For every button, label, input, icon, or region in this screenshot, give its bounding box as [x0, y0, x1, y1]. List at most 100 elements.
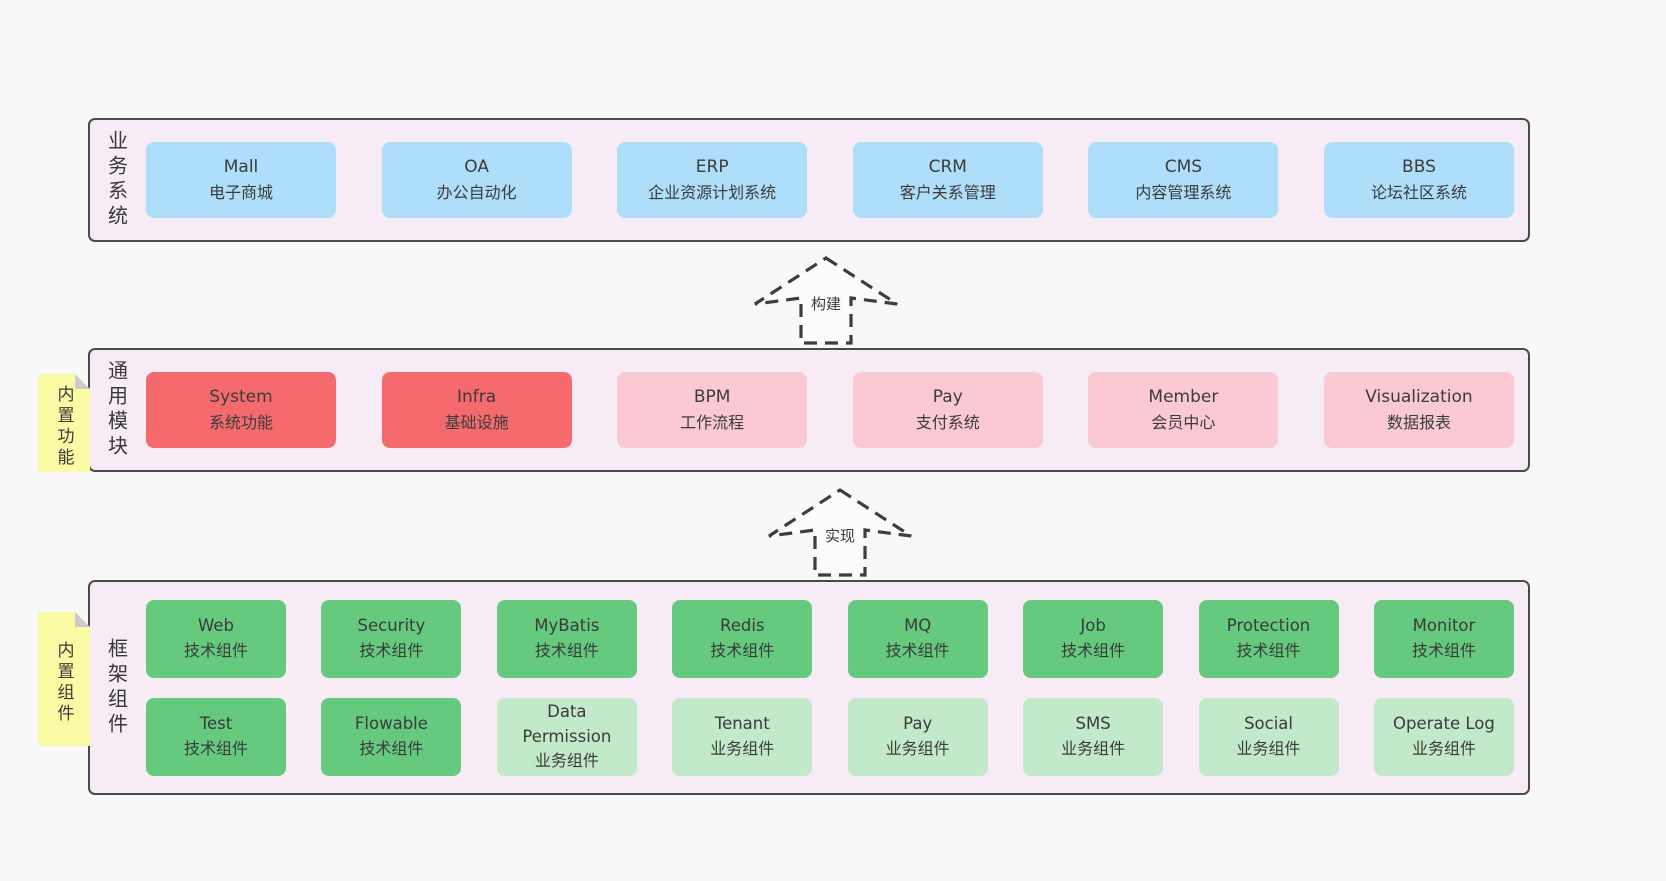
box-title: Member: [1148, 387, 1219, 408]
box-subtitle: 业务组件: [1236, 738, 1301, 758]
box-subtitle: 电子商城: [208, 182, 273, 202]
box-subtitle: 业务组件: [534, 751, 599, 771]
box-title: Web: [198, 616, 234, 636]
box-subtitle: 数据报表: [1386, 412, 1451, 432]
box-subtitle: 工作流程: [680, 412, 745, 432]
builtin-features-note: 内置功能: [38, 374, 90, 472]
box-subtitle: 业务组件: [710, 738, 775, 758]
box-mq: MQ 技术组件: [847, 599, 988, 678]
box-subtitle: 系统功能: [208, 412, 273, 432]
box-subtitle: 业务组件: [885, 738, 950, 758]
box-job: Job 技术组件: [1023, 599, 1164, 678]
box-bbs: BBS 论坛社区系统: [1323, 142, 1514, 218]
box-subtitle: 技术组件: [534, 640, 599, 660]
box-subtitle: 技术组件: [1236, 640, 1301, 660]
build-arrow-label: 构建: [808, 292, 844, 315]
box-title: Mall: [223, 157, 259, 178]
box-mybatis: MyBatis 技术组件: [496, 599, 637, 678]
box-subtitle: 会员中心: [1151, 412, 1216, 432]
box-title: Operate Log: [1393, 714, 1495, 734]
box-subtitle: 基础设施: [444, 412, 509, 432]
layer-label-common-modules: 通用模块: [104, 360, 129, 460]
box-title: BPM: [693, 387, 731, 408]
box-title: CMS: [1164, 157, 1203, 178]
box-title: Infra: [457, 387, 497, 408]
box-title: Test: [199, 714, 233, 734]
box-subtitle: 技术组件: [359, 640, 424, 660]
box-operate-log: Operate Log 业务组件: [1373, 697, 1514, 776]
box-flowable: Flowable 技术组件: [321, 697, 462, 776]
box-title: Security: [357, 616, 426, 636]
box-visualization: Visualization 数据报表: [1323, 372, 1514, 448]
box-subtitle: 技术组件: [359, 738, 424, 758]
box-title: Protection: [1226, 616, 1311, 636]
box-subtitle: 技术组件: [183, 640, 248, 660]
box-bpm: BPM 工作流程: [617, 372, 808, 448]
box-erp: ERP 企业资源计划系统: [617, 142, 808, 218]
box-monitor: Monitor 技术组件: [1373, 599, 1514, 678]
box-title: MQ: [904, 616, 932, 636]
box-title: BBS: [1402, 157, 1436, 178]
layer-business-systems: 业务系统 Mall 电子商城 OA 办公自动化 ERP 企业资源计划系统 CRM 客户关系管理…: [88, 118, 1530, 242]
implement-arrow: 实现: [765, 486, 915, 578]
box-social: Social 业务组件: [1198, 697, 1339, 776]
box-member: Member 会员中心: [1088, 372, 1279, 448]
box-title: Flowable: [354, 714, 428, 734]
business-systems-boxes: Mall 电子商城 OA 办公自动化 ERP 企业资源计划系统 CRM 客户关系管理 CMS 内容…: [146, 142, 1514, 218]
box-title: Job: [1080, 616, 1106, 636]
box-test: Test 技术组件: [146, 697, 286, 776]
box-subtitle: 技术组件: [885, 640, 950, 660]
box-pay: Pay 业务组件: [847, 697, 988, 776]
builtin-components-note: 内置组件: [38, 612, 90, 746]
box-title: Monitor: [1412, 616, 1476, 636]
box-subtitle: 技术组件: [183, 738, 248, 758]
box-title: CRM: [928, 157, 967, 178]
box-mall: Mall 电子商城: [146, 142, 336, 218]
box-title: OA: [464, 157, 489, 178]
builtin-components-note-label: 内置组件: [53, 641, 74, 725]
layer-framework-components: 框架组件 Web 技术组件 Security 技术组件 MyBatis 技术组件 Redis…: [88, 580, 1530, 795]
box-title: Social: [1244, 714, 1293, 734]
box-title: System: [209, 387, 273, 408]
box-crm: CRM 客户关系管理: [852, 142, 1043, 218]
box-title: Tenant: [714, 714, 770, 734]
box-subtitle: 企业资源计划系统: [648, 182, 777, 202]
box-subtitle: 业务组件: [1411, 738, 1476, 758]
box-web: Web 技术组件: [146, 599, 286, 678]
layer-label-framework-components: 框架组件: [104, 637, 129, 738]
layer-label-business-systems: 业务系统: [104, 130, 129, 230]
box-subtitle: 内容管理系统: [1135, 182, 1232, 202]
box-sms: SMS 业务组件: [1023, 697, 1164, 776]
builtin-features-note-label: 内置功能: [53, 385, 74, 469]
box-subtitle: 客户关系管理: [899, 182, 996, 202]
box-title: MyBatis: [534, 616, 600, 636]
box-title: Visualization: [1365, 387, 1473, 408]
box-title: Redis: [720, 616, 765, 636]
box-subtitle: 支付系统: [915, 412, 980, 432]
box-system: System 系统功能: [146, 372, 336, 448]
box-infra: Infra 基础设施: [381, 372, 572, 448]
box-tenant: Tenant 业务组件: [672, 697, 813, 776]
box-subtitle: 业务组件: [1061, 738, 1126, 758]
box-cms: CMS 内容管理系统: [1088, 142, 1279, 218]
box-title: ERP: [695, 157, 729, 178]
box-title: SMS: [1075, 714, 1111, 734]
box-subtitle: 办公自动化: [436, 182, 517, 202]
box-title: Pay: [903, 714, 933, 734]
box-subtitle: 论坛社区系统: [1370, 182, 1467, 202]
build-arrow: 构建: [751, 254, 901, 346]
box-oa: OA 办公自动化: [381, 142, 572, 218]
box-subtitle: 技术组件: [1411, 640, 1476, 660]
box-protection: Protection 技术组件: [1198, 599, 1339, 678]
box-subtitle: 技术组件: [1061, 640, 1126, 660]
